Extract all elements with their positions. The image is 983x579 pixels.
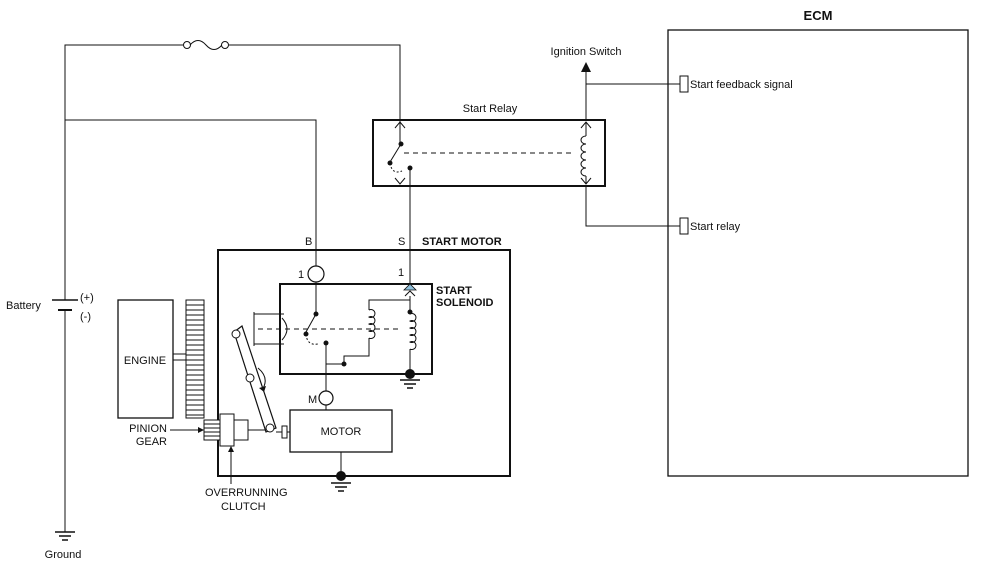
relay-terminal-icon <box>394 177 406 185</box>
wire-battery-to-b-terminal <box>65 119 317 266</box>
coil-wire <box>343 338 370 362</box>
fuse-terminal-icon <box>221 41 229 49</box>
relay-coil-icon <box>580 135 587 177</box>
hold-in-coil-icon <box>367 309 376 339</box>
start-solenoid-label-line2: SOLENOID <box>436 297 494 309</box>
relay-switch-arm <box>389 143 402 163</box>
pinion-label-line1: PINION <box>129 423 167 435</box>
pull-in-coil-icon <box>408 313 417 350</box>
start-motor-box <box>217 249 511 477</box>
wire-battery-to-fuse <box>64 44 183 300</box>
coil-wire <box>368 296 411 310</box>
shift-lever-icon <box>233 325 277 433</box>
ground-label: Ground <box>45 549 82 561</box>
ring-gear-icon <box>185 299 205 419</box>
ecm-pin-feedback <box>679 75 689 93</box>
ecm-title: ECM <box>804 8 833 23</box>
lever-pivot-icon <box>245 373 255 383</box>
terminal-m-icon <box>318 390 334 406</box>
ignition-arrow-icon <box>581 62 591 72</box>
start-motor-label: START MOTOR <box>422 236 502 248</box>
solenoid-terminal-icon <box>404 290 416 297</box>
overrunning-clutch-icon <box>219 413 235 447</box>
motor-ground-dot <box>336 471 346 481</box>
ecm-pin-start-relay <box>679 217 689 235</box>
solenoid-return-path <box>305 333 319 345</box>
start-solenoid-label-line1: START <box>436 285 472 297</box>
battery-plus-label: (+) <box>80 292 94 304</box>
terminal-s-label: S <box>398 236 405 248</box>
ring-gear-teeth-icon <box>186 304 204 416</box>
wire-fuse-to-relay <box>229 44 401 122</box>
terminal-1-left-label: 1 <box>298 269 304 281</box>
start-relay-pin-label: Start relay <box>690 221 741 233</box>
relay-return-path <box>389 162 403 173</box>
start-relay-title: Start Relay <box>463 103 518 115</box>
terminal-1-s-icon <box>403 283 417 291</box>
battery-label: Battery <box>6 300 41 312</box>
clutch-sleeve-icon <box>233 419 249 441</box>
lever-pivot-icon <box>231 329 241 339</box>
engine-box <box>117 299 174 419</box>
engine-label: ENGINE <box>124 355 166 367</box>
clutch-arrow-icon <box>228 446 234 452</box>
overrunning-label-line1: OVERRUNNING <box>205 487 288 499</box>
terminal-m-label: M <box>308 394 317 406</box>
terminal-1-right-label: 1 <box>398 267 404 279</box>
start-feedback-signal-label: Start feedback signal <box>690 79 793 91</box>
terminal-b-label: B <box>305 236 312 248</box>
fuse-icon <box>189 40 223 50</box>
terminal-1-b-icon <box>307 265 325 283</box>
overrunning-label-line2: CLUTCH <box>221 501 266 513</box>
solenoid-ground-dot <box>405 369 415 379</box>
lever-pivot-icon <box>265 423 275 433</box>
battery-minus-label: (-) <box>80 311 91 323</box>
ecm-box <box>667 29 969 477</box>
lever-collar-icon <box>281 425 288 439</box>
ignition-switch-label: Ignition Switch <box>551 46 622 58</box>
pinion-teeth-icon <box>204 423 220 437</box>
fuse-terminal-icon <box>183 41 191 49</box>
pinion-arrow-icon <box>198 427 204 433</box>
lever-arrow-head-icon <box>259 386 266 392</box>
start-relay-box <box>372 119 606 187</box>
wire-relay-to-ecm <box>585 186 680 227</box>
pinion-label-line2: GEAR <box>136 436 167 448</box>
start-solenoid-box <box>279 283 433 375</box>
motor-label: MOTOR <box>321 426 362 438</box>
pinion-gear-icon <box>203 419 221 441</box>
